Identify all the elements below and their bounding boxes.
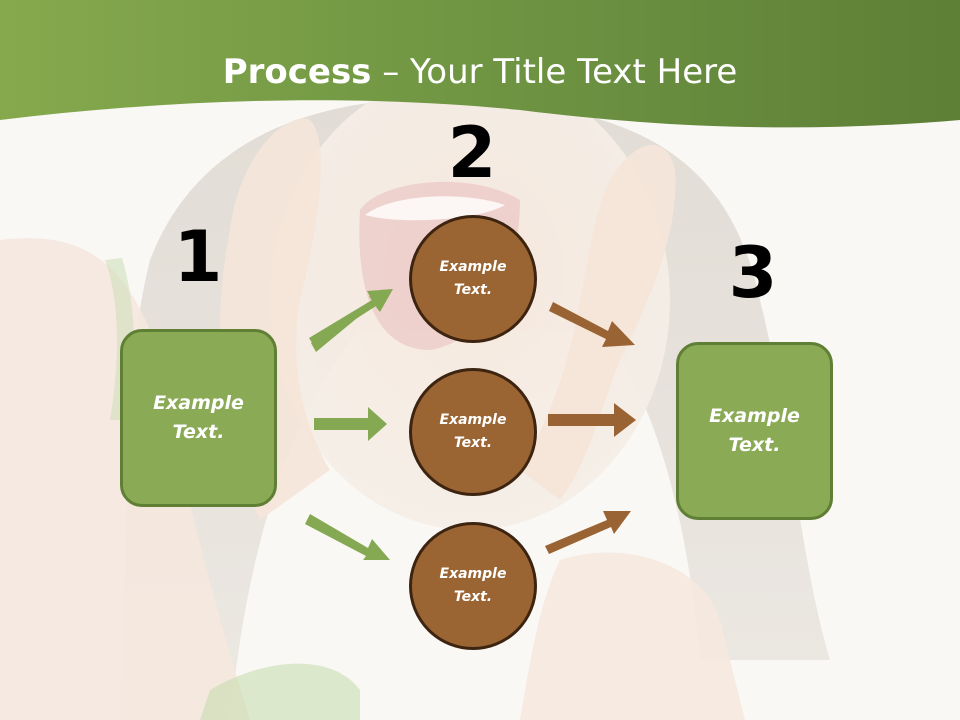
- right-step-box: Example Text.: [676, 342, 833, 520]
- step-number-1: 1: [173, 216, 223, 298]
- circle-middle: Example Text.: [409, 368, 537, 496]
- left-step-box: Example Text.: [120, 329, 277, 507]
- step-number-3: 3: [728, 232, 778, 314]
- circle-bottom: Example Text.: [409, 522, 537, 650]
- title-bold: Process: [222, 52, 372, 92]
- page-title: Process – Your Title Text Here: [0, 52, 960, 92]
- step-number-2: 2: [447, 112, 497, 194]
- title-band: [0, 0, 960, 128]
- circle-top: Example Text.: [409, 215, 537, 343]
- title-rest: – Your Title Text Here: [371, 52, 738, 92]
